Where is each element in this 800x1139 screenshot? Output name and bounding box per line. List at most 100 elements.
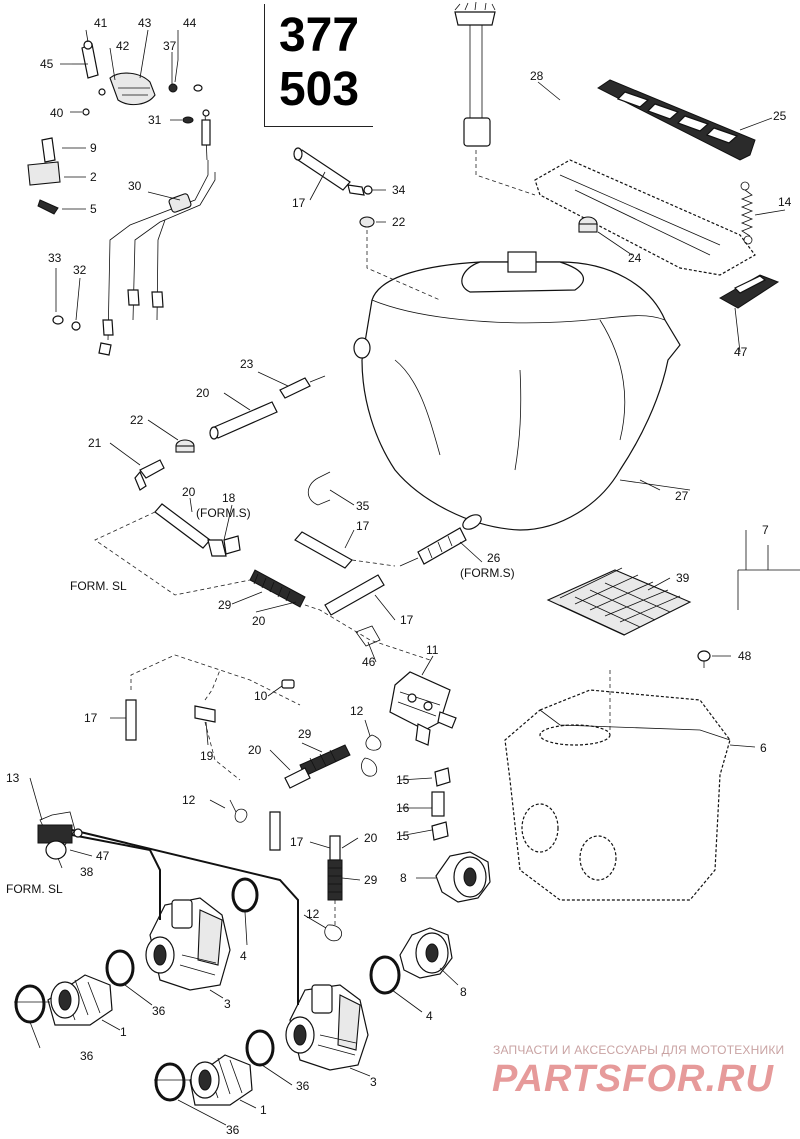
adjuster-31 — [182, 109, 211, 161]
callout-1-lower: 1 — [260, 1103, 267, 1117]
model-number-377: 377 — [278, 9, 360, 62]
callout-18: 18 — [222, 491, 236, 505]
vent-hose-17-top — [293, 147, 351, 191]
callout-33: 33 — [48, 251, 62, 265]
spring-29-mid — [284, 744, 351, 789]
callout-26-form: (FORM.S) — [460, 566, 515, 580]
callout-39: 39 — [676, 571, 690, 585]
callout-41: 41 — [94, 16, 108, 30]
fuel-tank — [353, 251, 691, 531]
clamp-36-lower-right — [245, 1029, 275, 1067]
callout-7: 7 — [762, 523, 769, 537]
callout-47-lower: 47 — [96, 849, 110, 863]
callout-18-form: (FORM.S) — [196, 506, 251, 520]
spring-14 — [740, 181, 754, 245]
callout-29-upper: 29 — [218, 598, 232, 612]
model-number-503: 503 — [278, 63, 360, 116]
callout-3-lower: 3 — [370, 1075, 377, 1089]
line-18-assembly — [154, 503, 353, 569]
adaptor-8-upper — [435, 851, 491, 903]
dashed-routing-upper — [94, 511, 431, 661]
callout-46: 46 — [362, 655, 376, 669]
callout-29-lower: 29 — [364, 873, 378, 887]
latch-47-top — [718, 274, 780, 309]
hose-20-upper — [209, 401, 278, 440]
watermark-logo: PARTSFOR.RU — [492, 1058, 774, 1100]
callout-21: 21 — [88, 436, 102, 450]
intake-socket-1-lower — [189, 1054, 253, 1106]
callout-20-d: 20 — [248, 743, 262, 757]
grommet-22-top — [359, 216, 441, 301]
callout-1-upper: 1 — [120, 1025, 127, 1039]
callout-8-upper: 8 — [400, 871, 407, 885]
fuel-gauge-sender — [454, 1, 536, 196]
callout-24: 24 — [628, 251, 642, 265]
callout-4-lower: 4 — [426, 1009, 433, 1023]
washer-40 — [82, 108, 90, 116]
clamp-4-upper — [231, 877, 259, 913]
callout-38: 38 — [80, 865, 94, 879]
leader-lines — [29, 29, 786, 1126]
seat-base-frame — [534, 159, 756, 276]
hose-17-20-29-lower — [269, 811, 343, 925]
callout-19: 19 — [200, 749, 214, 763]
callout-15-b: 15 — [396, 829, 410, 843]
callout-14: 14 — [778, 195, 792, 209]
fuel-pump — [355, 625, 457, 746]
callout-23: 23 — [240, 357, 254, 371]
bracket-25 — [597, 79, 756, 161]
callout-31: 31 — [148, 113, 162, 127]
carburetor-upper — [145, 897, 231, 991]
small-parts-10-15-16 — [281, 679, 451, 841]
callout-22-top: 22 — [392, 215, 406, 229]
callout-25: 25 — [773, 109, 787, 123]
callout-20-b: 20 — [182, 485, 196, 499]
lever-9-2-5 — [27, 137, 61, 215]
tee-19 — [194, 669, 241, 781]
callout-form-sl-lower: FORM. SL — [6, 882, 63, 896]
callout-9: 9 — [90, 141, 97, 155]
callout-12-a: 12 — [350, 704, 364, 718]
callout-labels: 41 43 44 42 37 45 40 31 9 2 5 30 33 32 2… — [6, 16, 792, 1137]
callout-43: 43 — [138, 16, 152, 30]
callout-3-upper: 3 — [224, 997, 231, 1011]
callout-36-a: 36 — [152, 1004, 166, 1018]
callout-15-a: 15 — [396, 773, 410, 787]
cable-housing-30 — [98, 160, 216, 356]
callout-20-c: 20 — [252, 614, 266, 628]
air-silencer — [504, 670, 731, 901]
callout-20-upper: 20 — [196, 386, 210, 400]
callout-32: 32 — [73, 263, 87, 277]
screw-48 — [697, 650, 711, 668]
callout-45: 45 — [40, 57, 54, 71]
callout-35: 35 — [356, 499, 370, 513]
callout-17-d: 17 — [84, 711, 98, 725]
callout-26: 26 — [487, 551, 501, 565]
callout-17-e: 17 — [290, 835, 304, 849]
grommet-22-mid — [175, 439, 195, 453]
clip-35 — [307, 471, 331, 506]
carburetor-lower — [285, 984, 369, 1071]
callout-28: 28 — [530, 69, 544, 83]
clamp-36-upper-left — [14, 984, 50, 1024]
callout-16: 16 — [396, 801, 410, 815]
clamp-36-lower-left — [154, 1062, 190, 1102]
callout-42: 42 — [116, 39, 130, 53]
callout-34: 34 — [392, 183, 406, 197]
callout-17-top: 17 — [292, 196, 306, 210]
intake-socket-1-upper — [47, 974, 113, 1026]
primer-26 — [399, 514, 482, 567]
callout-20-e: 20 — [364, 831, 378, 845]
bracket-7 — [737, 545, 800, 610]
callout-12-b: 12 — [182, 793, 196, 807]
filter-39 — [546, 567, 692, 636]
hose-17-mid — [324, 574, 385, 616]
callout-form-sl-upper: FORM. SL — [70, 579, 127, 593]
callout-27: 27 — [675, 489, 689, 503]
callout-11: 11 — [426, 643, 439, 657]
watermark-tagline: ЗАПЧАСТИ И АКСЕССУАРЫ ДЛЯ МОТОТЕХНИКИ — [493, 1043, 785, 1057]
callout-13: 13 — [6, 771, 20, 785]
nut-33-32 — [52, 315, 81, 331]
callout-8-lower: 8 — [460, 985, 467, 999]
